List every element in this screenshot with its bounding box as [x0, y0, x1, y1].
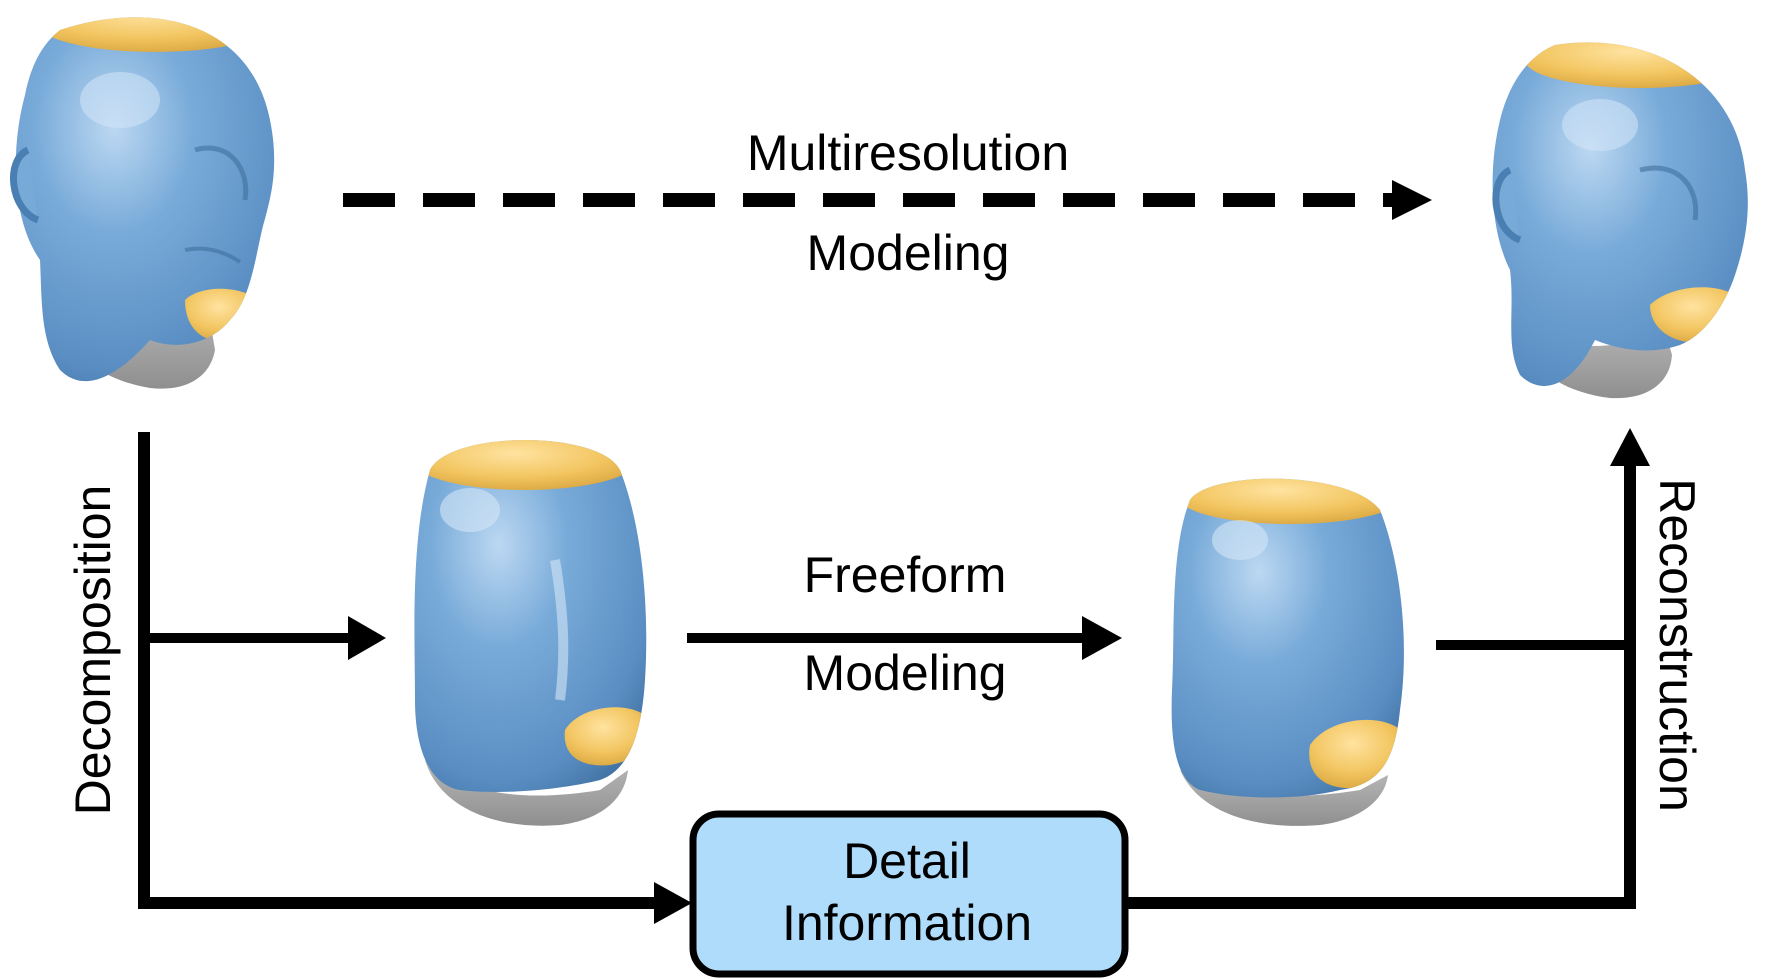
- freeform-label: Freeform: [804, 547, 1007, 603]
- decomposition-label: Decomposition: [65, 485, 121, 816]
- information-label: Information: [782, 895, 1032, 951]
- reconstruction-label: Reconstruction: [1649, 478, 1705, 812]
- to-base-arrowhead-icon: [348, 616, 386, 660]
- detail-information-box: [689, 810, 1129, 978]
- deformed-base-mesh-icon: [1171, 478, 1404, 826]
- freeform-arrowhead-icon: [1082, 616, 1122, 660]
- detail-label: Detail: [843, 833, 971, 889]
- multiresolution-modeling-label: Modeling: [807, 225, 1010, 281]
- multiresolution-arrowhead-icon: [1392, 180, 1432, 220]
- original-head-mesh-icon: [10, 17, 275, 389]
- to-detail-arrowhead-icon: [654, 882, 692, 924]
- multiresolution-label: Multiresolution: [747, 125, 1069, 181]
- reconstruction-arrowhead-icon: [1610, 428, 1650, 466]
- deformed-head-mesh-icon: [1492, 42, 1748, 399]
- freeform-modeling-label: Modeling: [804, 645, 1007, 701]
- original-base-mesh-icon: [414, 440, 647, 826]
